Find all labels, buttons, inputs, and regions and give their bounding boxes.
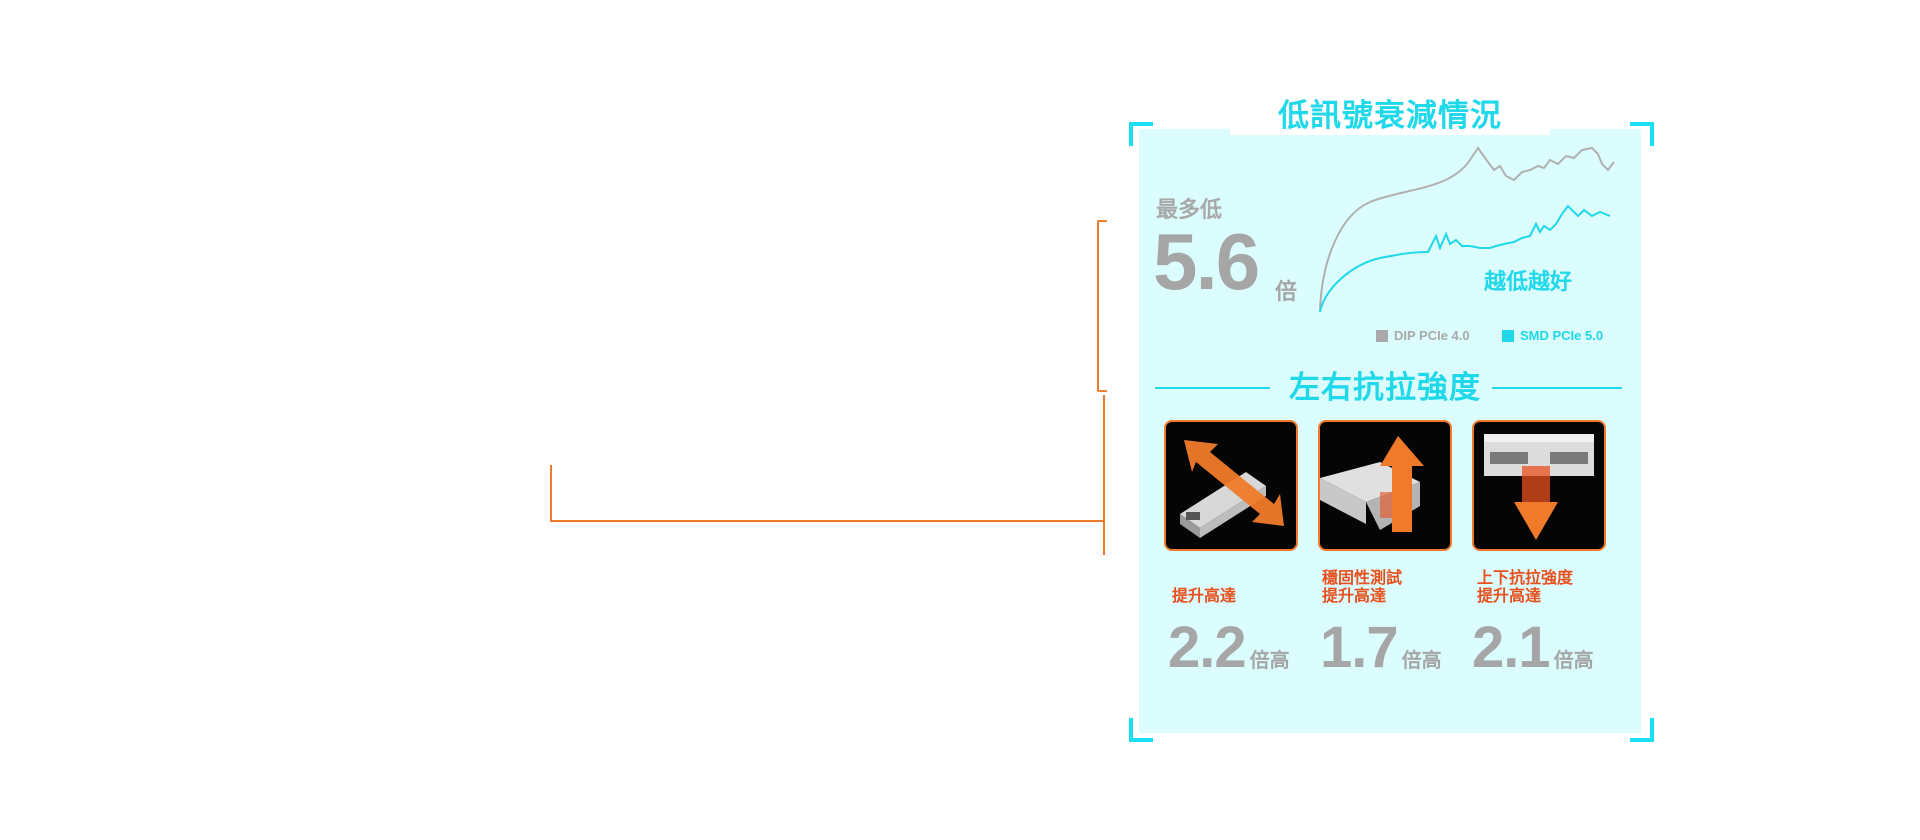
connector-line-drop: [550, 465, 552, 522]
stat-2-value: 1.7: [1320, 615, 1399, 680]
stat-3-label-line2: 提升高達: [1477, 588, 1542, 605]
dip-curve: [1319, 146, 1615, 311]
signal-min-label: 最多低: [1156, 197, 1223, 222]
strength-card-2: [1318, 420, 1452, 551]
stat-2-unit: 倍高: [1401, 650, 1442, 672]
connector-line-horizontal: [551, 520, 1105, 522]
legend-smd: SMD PCIe 5.0: [1502, 328, 1603, 343]
connector-bracket: [1097, 219, 1107, 393]
section-divider: [1155, 387, 1270, 389]
stat-2-label-line1: 穩固性測試: [1322, 570, 1403, 587]
stat-2: 1.7 倍高: [1320, 614, 1442, 681]
signal-value: 5.6: [1153, 217, 1260, 306]
stat-1-value: 2.2: [1168, 615, 1247, 680]
horizontal-pull-icon: [1180, 440, 1284, 538]
stat-3-label: 上下抗拉強度 提升高達: [1477, 570, 1573, 606]
signal-title: 低訊號衰減情況: [1230, 90, 1550, 135]
corner-bracket: [1129, 122, 1153, 146]
stat-2-label: 穩固性測試 提升高達: [1322, 570, 1402, 606]
stat-3-label-line1: 上下抗拉強度: [1477, 570, 1574, 587]
downward-pull-icon: [1484, 434, 1594, 540]
stat-1-label: 提升高達: [1172, 588, 1236, 606]
connector-line-vertical: [1103, 395, 1105, 555]
corner-bracket: [1129, 718, 1153, 742]
smd-curve: [1319, 204, 1611, 313]
legend-dip-label: DIP PCIe 4.0: [1394, 328, 1470, 343]
strength-card-3: [1472, 420, 1606, 551]
signal-unit: 倍: [1275, 279, 1298, 304]
stat-1-label-line1: 提升高達: [1172, 588, 1237, 605]
better-note: 越低越好: [1484, 269, 1573, 294]
section-divider: [1492, 387, 1622, 389]
legend-dip: DIP PCIe 4.0: [1376, 328, 1470, 343]
stat-3-value: 2.1: [1472, 615, 1551, 680]
corner-bracket: [1630, 718, 1654, 742]
stat-3-unit: 倍高: [1553, 650, 1594, 672]
strength-title: 左右抗拉強度: [1289, 370, 1481, 405]
stat-1-unit: 倍高: [1249, 650, 1290, 672]
stat-1: 2.2 倍高: [1168, 614, 1290, 681]
legend-swatch-gray: [1376, 329, 1388, 342]
legend-swatch-cyan: [1502, 329, 1514, 342]
legend-smd-label: SMD PCIe 5.0: [1520, 328, 1604, 343]
stat-3: 2.1 倍高: [1472, 614, 1594, 681]
strength-card-1: [1164, 420, 1298, 551]
stat-2-label-line2: 提升高達: [1322, 588, 1387, 605]
corner-bracket: [1630, 122, 1654, 146]
upward-pull-icon: [1320, 436, 1424, 532]
signal-attenuation-curves: [1319, 146, 1615, 313]
